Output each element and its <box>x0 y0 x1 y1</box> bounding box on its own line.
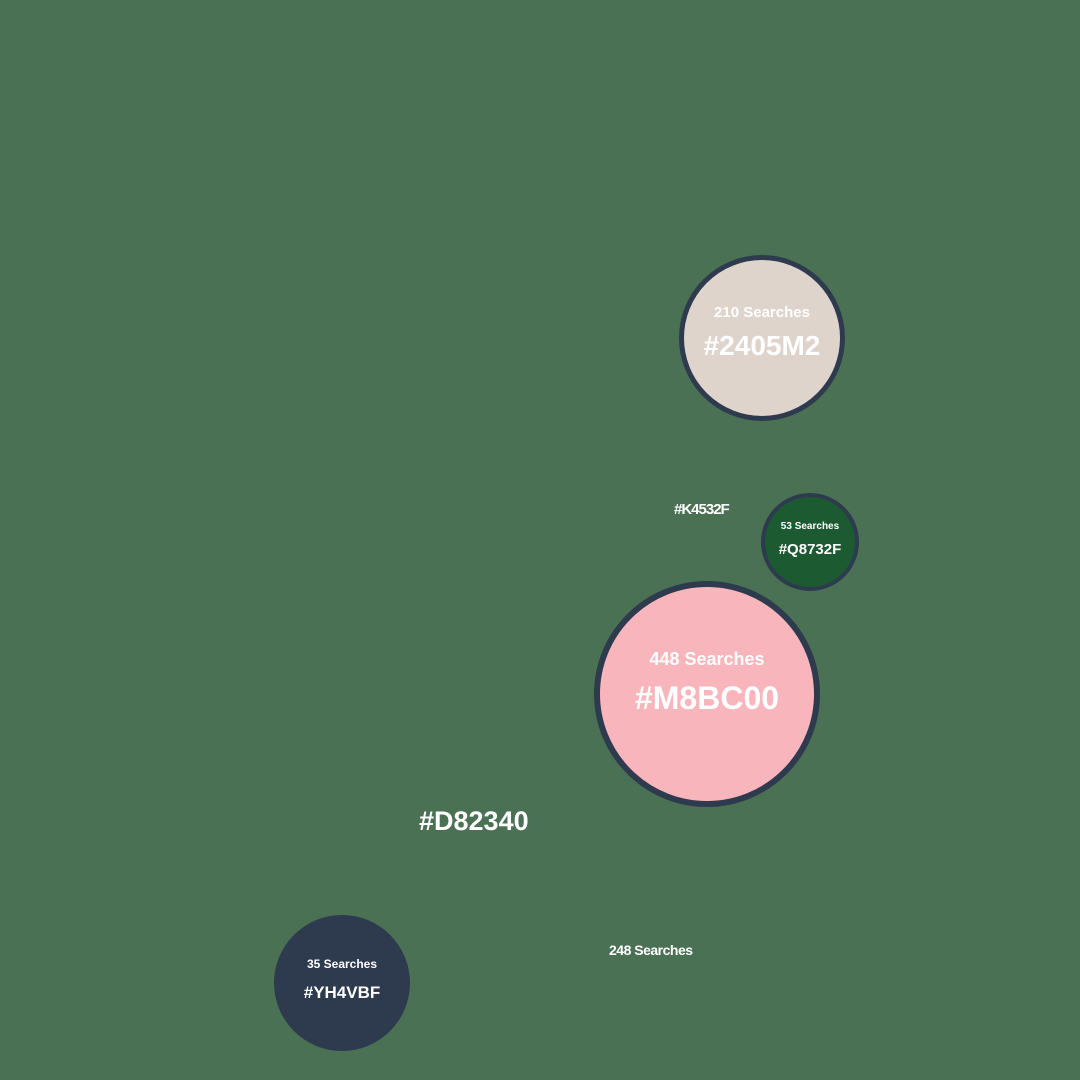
bubble-searches-count: 448 Searches <box>649 649 765 669</box>
bubble-yh4vbf[interactable]: 35 Searches #YH4VBF <box>274 915 410 1051</box>
floating-hashtag-label-k4532f: #K4532F <box>674 501 730 518</box>
floating-searches-label-248: 248 Searches <box>609 942 693 958</box>
bubble-m8bc00[interactable]: 448 Searches #M8BC00 <box>594 581 820 807</box>
floating-hashtag-label-d82340: #D82340 <box>419 806 529 836</box>
bubble-hashtag: #Q8732F <box>778 540 842 558</box>
bubble-hashtag: #M8BC00 <box>634 680 780 716</box>
bubble-searches-count: 35 Searches <box>306 956 378 971</box>
bubble-hashtag: #YH4VBF <box>303 982 381 1002</box>
bubble-searches-count: 210 Searches <box>714 303 810 321</box>
bubble-searches-count: 53 Searches <box>780 520 840 532</box>
bubble-q8732f[interactable]: 53 Searches #Q8732F <box>761 493 859 591</box>
bubble-hashtag: #2405M2 <box>703 329 821 361</box>
bubble-2405m2[interactable]: 210 Searches #2405M2 <box>679 255 845 421</box>
